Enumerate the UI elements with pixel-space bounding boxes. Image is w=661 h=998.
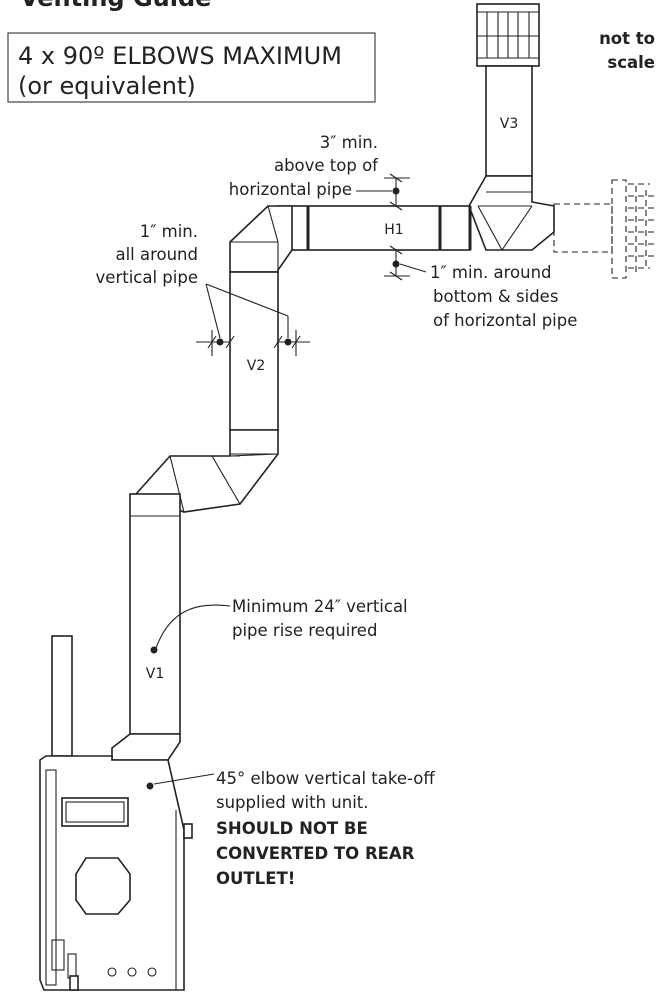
elbow-top-left: [229, 205, 293, 273]
leader-v1: [155, 604, 231, 649]
vertical-clearance-line1: 1″ min.: [140, 222, 198, 241]
label-v2: V2: [247, 358, 265, 374]
label-h1: H1: [384, 222, 403, 238]
leader-takeoff: [153, 773, 215, 785]
vertical-clearance-line3: vertical pipe: [96, 268, 198, 287]
warning-line3: OUTLET!: [216, 869, 295, 888]
clearance-marks: [196, 173, 427, 356]
elbow-top-right: [468, 175, 555, 251]
pipe-v1: [129, 493, 181, 735]
horizontal-clearance-line2: bottom & sides: [433, 287, 558, 306]
title-partial: Venting Guide: [20, 0, 211, 12]
horizontal-termination-option: [553, 179, 656, 279]
elbows-box-line2: (or equivalent): [18, 72, 196, 100]
rise-note-line1: Minimum 24″ vertical: [232, 597, 408, 616]
horizontal-clearance-line3: of horizontal pipe: [433, 311, 577, 330]
vent-cap: [476, 3, 540, 67]
label-v1: V1: [146, 666, 164, 682]
rise-note-line2: pipe rise required: [232, 621, 377, 640]
leader-dot-takeoff: [146, 782, 154, 790]
warning-line1: SHOULD NOT BE: [216, 819, 368, 838]
horizontal-clearance-line1: 1″ min. around: [430, 263, 552, 282]
elbow-note-line1: 45° elbow vertical take-off: [216, 769, 435, 788]
elbow-note-line2: supplied with unit.: [216, 793, 369, 812]
top-clearance-line2: above top of: [274, 156, 379, 175]
vertical-clearance-line2: all around: [115, 245, 198, 264]
label-v3: V3: [500, 116, 518, 132]
top-clearance-line1: 3″ min.: [320, 133, 378, 152]
elbows-box-line1: 4 x 90º ELBOWS MAXIMUM: [18, 42, 342, 70]
pipe-v3: [485, 65, 533, 177]
takeoff-45-elbow: [111, 733, 181, 761]
scale-note-line1: not to: [599, 29, 655, 48]
leader-dot-v1: [150, 646, 158, 654]
warning-line2: CONVERTED TO REAR: [216, 844, 415, 863]
elbows-box: [7, 32, 376, 103]
elbow-middle: [134, 429, 279, 513]
top-clearance-line3: horizontal pipe: [229, 180, 352, 199]
scale-note-line2: scale: [607, 53, 655, 72]
stove-unit: [39, 635, 193, 991]
